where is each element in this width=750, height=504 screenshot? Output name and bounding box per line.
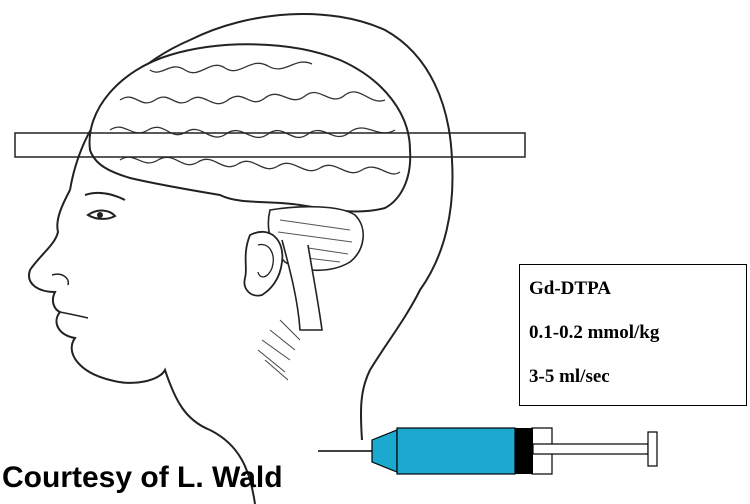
syringe-barrel xyxy=(397,428,515,474)
beard-hatching xyxy=(258,320,300,380)
credit-caption: Courtesy of L. Wald xyxy=(2,458,283,498)
nostril xyxy=(52,274,68,285)
injection-rate-label: 3-5 ml/sec xyxy=(529,365,746,389)
syringe xyxy=(318,428,657,474)
lips xyxy=(60,312,88,318)
dose-label: 0.1-0.2 mmol/kg xyxy=(529,321,746,345)
contrast-agent-label: Gd-DTPA xyxy=(529,277,746,301)
plunger-rod xyxy=(533,444,648,454)
plunger-thumb-rest xyxy=(648,432,657,466)
pupil xyxy=(97,212,103,218)
eyebrow xyxy=(85,193,125,200)
ear xyxy=(244,232,282,296)
plunger-seal xyxy=(515,428,533,474)
injection-info-box: Gd-DTPA 0.1-0.2 mmol/kg 3-5 ml/sec xyxy=(519,264,747,406)
syringe-tip xyxy=(372,430,397,472)
